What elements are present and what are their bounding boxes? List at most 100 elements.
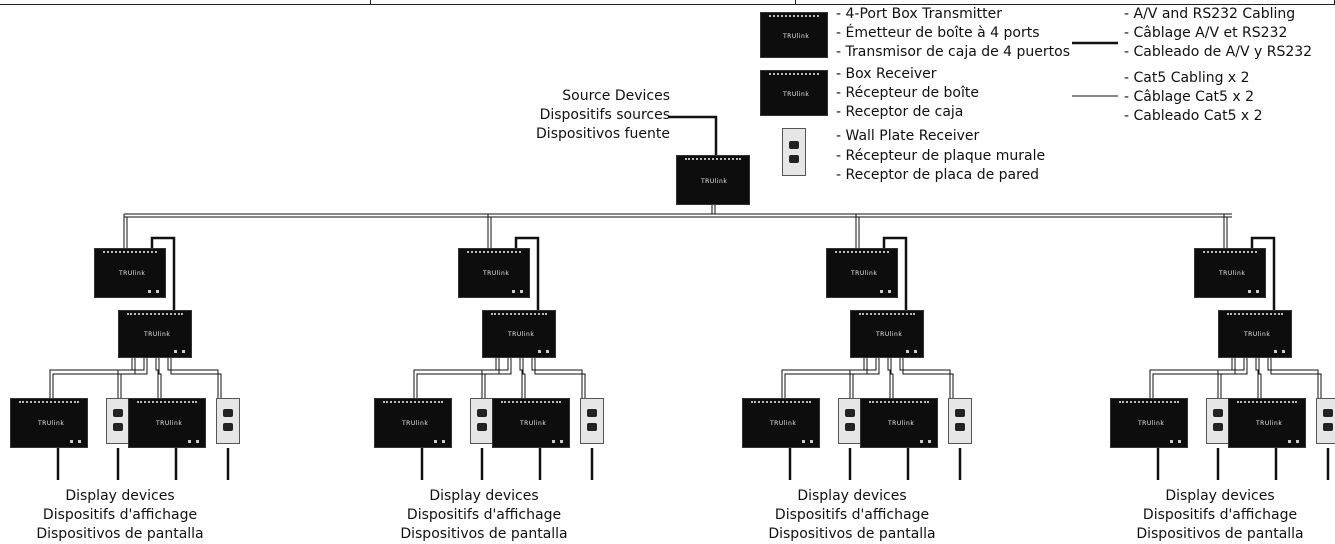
- legend-wall-plate-icon: [782, 128, 806, 176]
- cat5-fanout: [481, 358, 509, 400]
- legend-wall-receiver-es: - Receptor de placa de pared: [836, 167, 1040, 183]
- cat5-fanout: [531, 358, 583, 400]
- legend-box-receiver-fr: - Récepteur de boîte: [836, 85, 979, 101]
- cat5-fanout: [120, 358, 148, 400]
- display-devices-label-es: Dispositivos de pantalla: [400, 526, 568, 542]
- display-devices-label-en: Display devices: [429, 488, 539, 504]
- cat5-fanout: [1258, 358, 1262, 400]
- group-transmitter: TRUlink: [850, 310, 924, 358]
- group-box-receiver: TRUlink: [94, 248, 166, 298]
- display-box-receiver: TRUlink: [1228, 398, 1306, 448]
- cat5-fanout: [416, 358, 500, 400]
- display-devices-label-fr: Dispositifs d'affichage: [774, 507, 930, 523]
- display-devices-label-en: Display devices: [1165, 488, 1275, 504]
- legend-cat5-cabling-en: - Cat5 Cabling x 2: [1124, 70, 1250, 86]
- legend-transmitter-icon: TRUlink: [760, 12, 828, 58]
- group-transmitter: TRUlink: [482, 310, 556, 358]
- cat5-fanout: [1220, 358, 1248, 400]
- display-wall-plate-receiver: [1316, 398, 1335, 444]
- source-av-cable: [668, 115, 718, 157]
- display-wall-plate-receiver: [838, 398, 862, 444]
- cat5-fanout: [781, 358, 865, 400]
- display-devices-label-es: Dispositivos de pantalla: [1136, 526, 1304, 542]
- group-transmitter: TRUlink: [118, 310, 192, 358]
- legend-transmitter-es: - Transmisor de caja de 4 puertos: [836, 44, 1071, 60]
- av-link-cable: [882, 236, 908, 314]
- source-devices-label-en: Source Devices: [562, 88, 670, 104]
- display-devices-label-en: Display devices: [797, 488, 907, 504]
- display-devices-label-es: Dispositivos de pantalla: [768, 526, 936, 542]
- display-devices-label-fr: Dispositifs d'affichage: [1142, 507, 1298, 523]
- group-box-receiver: TRUlink: [1194, 248, 1266, 298]
- av-link-cable: [1250, 236, 1276, 314]
- header-divider: [795, 0, 796, 5]
- cat5-fanout: [52, 358, 136, 400]
- cat5-fanout: [849, 358, 877, 400]
- legend-box-receiver-en: - Box Receiver: [836, 66, 937, 82]
- display-box-receiver: TRUlink: [860, 398, 938, 448]
- source-devices-label-es: Dispositivos fuente: [536, 126, 670, 142]
- cat5-fanout: [852, 358, 880, 400]
- legend-cat5-cabling-es: - Cableado Cat5 x 2: [1124, 108, 1263, 124]
- legend-cat5-cabling-fr: - Câblage Cat5 x 2: [1124, 89, 1255, 105]
- cat5-fanout: [155, 358, 159, 400]
- cat5-fanout: [1152, 358, 1236, 400]
- display-box-receiver: TRUlink: [10, 398, 88, 448]
- display-wall-plate-receiver: [1206, 398, 1230, 444]
- legend-av-cabling-en: - A/V and RS232 Cabling: [1124, 6, 1296, 22]
- display-devices-label-fr: Dispositifs d'affichage: [406, 507, 562, 523]
- display-devices-label-en: Display devices: [65, 488, 175, 504]
- legend-transmitter-fr: - Émetteur de boîte à 4 ports: [836, 25, 1040, 41]
- legend-wall-receiver-fr: - Récepteur de plaque murale: [836, 148, 1046, 164]
- display-wall-plate-receiver: [470, 398, 494, 444]
- av-link-cable: [150, 236, 176, 314]
- display-devices-label-es: Dispositivos de pantalla: [36, 526, 204, 542]
- cat5-fanout: [1217, 358, 1245, 400]
- display-wall-plate-receiver: [948, 398, 972, 444]
- group-box-receiver: TRUlink: [826, 248, 898, 298]
- display-wall-plate-receiver: [106, 398, 130, 444]
- legend-av-cabling-es: - Cableado de A/V y RS232: [1124, 44, 1313, 60]
- cat5-fanout: [117, 358, 145, 400]
- cat5-fanout: [1149, 358, 1233, 400]
- cat5-fanout: [534, 358, 586, 400]
- display-box-receiver: TRUlink: [128, 398, 206, 448]
- cat5-fanout: [167, 358, 219, 400]
- cat5-fanout: [49, 358, 133, 400]
- cat5-fanout: [519, 358, 523, 400]
- cat5-fanout: [158, 358, 162, 400]
- cat5-fanout: [1255, 358, 1259, 400]
- cat5-fanout: [902, 358, 954, 400]
- cat5-fanout: [887, 358, 891, 400]
- cat5-fanout: [413, 358, 497, 400]
- display-box-receiver: TRUlink: [492, 398, 570, 448]
- legend-transmitter-en: - 4-Port Box Transmitter: [836, 6, 1003, 22]
- legend-box-receiver-es: - Receptor de caja: [836, 104, 964, 120]
- av-link-cable: [514, 236, 540, 314]
- display-box-receiver: TRUlink: [1110, 398, 1188, 448]
- header-rule: [0, 4, 1335, 5]
- group-box-receiver: TRUlink: [458, 248, 530, 298]
- cat5-fanout: [784, 358, 868, 400]
- display-wall-plate-receiver: [580, 398, 604, 444]
- display-wall-plate-receiver: [216, 398, 240, 444]
- legend-box-receiver-icon: TRUlink: [760, 70, 828, 116]
- cat5-fanout: [522, 358, 526, 400]
- legend-wall-receiver-en: - Wall Plate Receiver: [836, 128, 980, 144]
- group-transmitter: TRUlink: [1218, 310, 1292, 358]
- cat5-fanout: [899, 358, 951, 400]
- display-box-receiver: TRUlink: [374, 398, 452, 448]
- main-transmitter: TRUlink: [676, 155, 750, 205]
- display-devices-label-fr: Dispositifs d'affichage: [42, 507, 198, 523]
- source-devices-label-fr: Dispositifs sources: [539, 107, 670, 123]
- cat5-fanout: [1270, 358, 1322, 400]
- legend-av-cabling-fr: - Câblage A/V et RS232: [1124, 25, 1288, 41]
- display-box-receiver: TRUlink: [742, 398, 820, 448]
- cat5-fanout: [484, 358, 512, 400]
- cat5-fanout: [890, 358, 894, 400]
- header-divider: [370, 0, 371, 5]
- cat5-fanout: [1267, 358, 1319, 400]
- cat5-fanout: [170, 358, 222, 400]
